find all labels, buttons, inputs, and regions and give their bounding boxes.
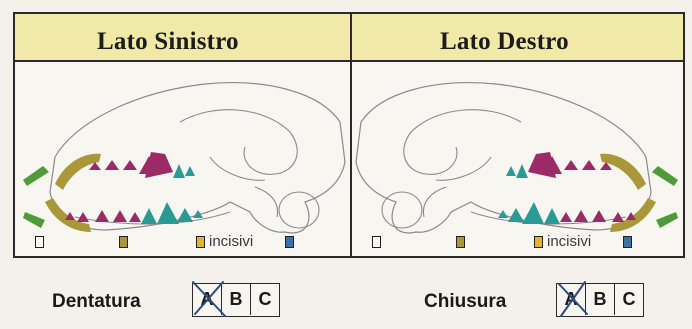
legend-white-swatch — [372, 236, 381, 248]
dentatura-option-a-label: A — [201, 289, 214, 310]
legend-yellow-swatch — [196, 236, 205, 248]
left-side-title: Lato Sinistro — [97, 28, 239, 56]
right-side-title: Lato Destro — [440, 28, 569, 56]
dentatura-label: Dentatura — [52, 291, 141, 313]
dentatura-option-a[interactable]: A — [193, 284, 222, 315]
legend-incisivi-label: incisivi — [547, 233, 591, 250]
header-divider — [350, 14, 352, 60]
dentatura-option-c[interactable]: C — [251, 284, 279, 315]
ear-bulla — [279, 192, 319, 228]
orbit-outline — [180, 110, 297, 175]
chiusura-option-a[interactable]: A — [557, 284, 586, 315]
chiusura-option-b[interactable]: B — [586, 284, 615, 315]
chiusura-label: Chiusura — [424, 291, 506, 313]
chiusura-option-a-label: A — [565, 289, 578, 310]
lower-incisor-tooth — [656, 212, 678, 228]
legend-white-swatch — [35, 236, 44, 248]
legend-olive-swatch — [119, 236, 128, 248]
dental-table: Lato Sinistro Lato Destro — [13, 12, 685, 258]
upper-incisor-tooth — [23, 166, 49, 186]
left-legend: incisivi — [15, 236, 349, 252]
legend-blue-swatch — [623, 236, 632, 248]
upper-carnassial-tooth — [528, 152, 556, 178]
upper-molar-teeth — [173, 164, 195, 178]
dentatura-option-b-label: B — [230, 289, 243, 310]
upper-incisor-tooth — [652, 166, 678, 186]
upper-carnassial-tooth — [145, 152, 173, 178]
left-skull-drawing — [15, 62, 349, 258]
legend-blue-swatch — [285, 236, 294, 248]
right-skull-panel: incisivi — [352, 62, 686, 258]
dentatura-choice-group: A B C — [192, 283, 280, 317]
zygomatic-outline — [210, 157, 278, 217]
chiusura-option-c[interactable]: C — [615, 284, 643, 315]
zygomatic-outline — [423, 157, 491, 217]
upper-canine-tooth — [600, 154, 646, 190]
chiusura-option-b-label: B — [594, 289, 607, 310]
right-legend: incisivi — [352, 236, 686, 252]
lower-incisor-tooth — [23, 212, 45, 228]
legend-yellow-swatch — [534, 236, 543, 248]
orbit-outline — [404, 110, 521, 175]
chiusura-choice-group: A B C — [556, 283, 644, 317]
upper-molar-teeth — [506, 164, 528, 178]
lower-premolar-teeth — [560, 210, 636, 222]
right-skull-drawing — [352, 62, 686, 258]
dentatura-option-b[interactable]: B — [222, 284, 251, 315]
lower-premolar-teeth — [65, 210, 141, 222]
left-skull-panel: incisivi — [15, 62, 349, 258]
chiusura-option-c-label: C — [623, 289, 636, 310]
legend-incisivi-label: incisivi — [209, 233, 253, 250]
table-header: Lato Sinistro Lato Destro — [15, 14, 683, 62]
ear-bulla — [382, 192, 422, 228]
upper-canine-tooth — [55, 154, 101, 190]
legend-olive-swatch — [456, 236, 465, 248]
dentatura-option-c-label: C — [259, 289, 272, 310]
